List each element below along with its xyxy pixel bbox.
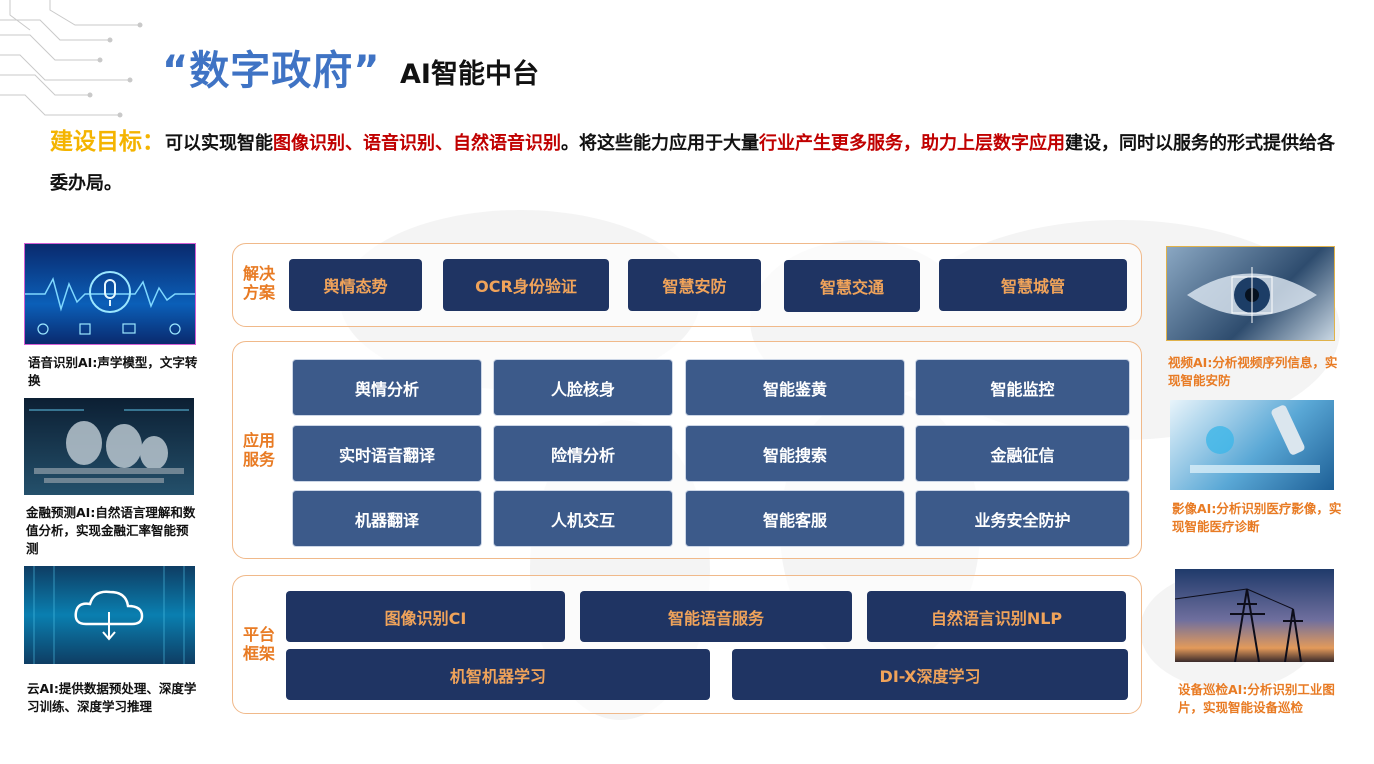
cloud-ai-image [24, 566, 195, 664]
solutions-label: 解决方案 [242, 264, 275, 302]
goal-highlight-1: 图像识别、语音识别、自然语音识别 [273, 133, 561, 154]
platform-dl-button[interactable]: DI-X深度学习 [732, 649, 1128, 700]
eye-icon [1187, 267, 1317, 323]
voice-ai-caption: 语音识别AI:声学模型，文字转换 [28, 355, 198, 388]
coins-icon [29, 409, 189, 483]
service-face-button[interactable]: 人脸核身 [493, 359, 673, 416]
medical-ai-caption: 影像AI:分析识别医疗影像，实现智能医疗诊断 [1172, 501, 1342, 534]
service-cs-button[interactable]: 智能客服 [685, 490, 905, 547]
power-tower-icon [1175, 588, 1303, 662]
platform-ml-button[interactable]: 机智机器学习 [286, 649, 710, 700]
microphone-icon [25, 271, 195, 335]
service-risk-button[interactable]: 险情分析 [493, 425, 673, 482]
cloud-ai-caption: 云AI:提供数据预处理、深度学习训练、深度学习推理 [27, 681, 197, 714]
service-monitor-button[interactable]: 智能监控 [915, 359, 1130, 416]
service-search-button[interactable]: 智能搜索 [685, 425, 905, 482]
solution-traffic-button[interactable]: 智慧交通 [784, 260, 920, 312]
solution-security-button[interactable]: 智慧安防 [628, 259, 761, 311]
voice-ai-image [24, 243, 196, 345]
platform-image-ci-button[interactable]: 图像识别CI [286, 591, 565, 642]
goal-highlight-2: 行业产生更多服务，助力上层数字应用 [759, 133, 1065, 154]
cloud-icon [33, 566, 185, 664]
service-porn-detect-button[interactable]: 智能鉴黄 [685, 359, 905, 416]
service-credit-button[interactable]: 金融征信 [915, 425, 1130, 482]
goal-label: 建设目标 [50, 129, 142, 155]
finance-ai-caption: 金融预测AI:自然语言理解和数值分析，实现金融汇率智能预测 [26, 505, 196, 556]
service-translate-realtime-button[interactable]: 实时语音翻译 [292, 425, 482, 482]
page-title: “数字政府” [162, 48, 381, 94]
circuit-decoration [0, 0, 143, 118]
inspection-ai-caption: 设备巡检AI:分析识别工业图片，实现智能设备巡检 [1178, 682, 1335, 715]
service-yuqing-button[interactable]: 舆情分析 [292, 359, 482, 416]
platform-label: 平台框架 [242, 625, 275, 663]
solution-ocr-button[interactable]: OCR身份验证 [443, 259, 609, 311]
services-label: 应用服务 [242, 431, 275, 469]
service-hci-button[interactable]: 人机交互 [493, 490, 673, 547]
service-mt-button[interactable]: 机器翻译 [292, 490, 482, 547]
video-ai-image [1166, 246, 1335, 341]
medical-ai-image [1170, 400, 1334, 490]
solution-city-button[interactable]: 智慧城管 [939, 259, 1127, 311]
microscope-icon [1190, 405, 1320, 473]
solution-yuqing-button[interactable]: 舆情态势 [289, 259, 422, 311]
service-security-button[interactable]: 业务安全防护 [915, 490, 1130, 547]
platform-voice-button[interactable]: 智能语音服务 [580, 591, 852, 642]
inspection-ai-image [1175, 569, 1334, 662]
video-ai-caption: 视频AI:分析视频序列信息，实现智能安防 [1168, 355, 1338, 388]
finance-ai-image [24, 398, 194, 495]
platform-nlp-button[interactable]: 自然语言识别NLP [867, 591, 1126, 642]
goal-paragraph: 建设目标：可以实现智能图像识别、语音识别、自然语音识别。将这些能力应用于大量行业… [50, 129, 1335, 194]
page-subtitle: AI智能中台 [400, 59, 539, 90]
